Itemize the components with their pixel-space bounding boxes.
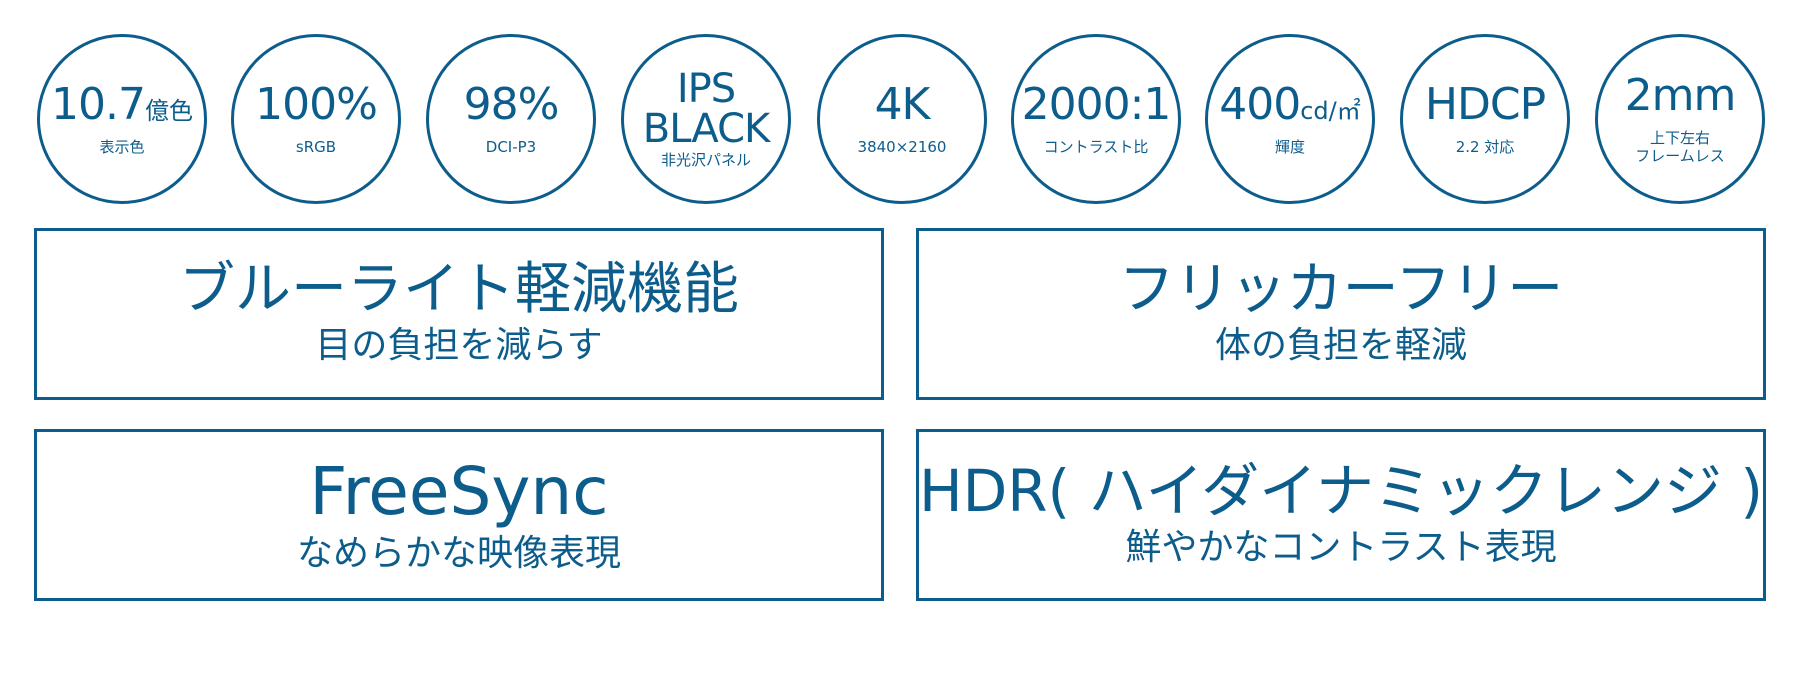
- feature-subtitle: 目の負担を減らす: [315, 324, 603, 366]
- badge-value: HDCP: [1424, 78, 1546, 130]
- badge-label: sRGB: [295, 138, 337, 157]
- badge-label: 上下左右 フレームレス: [1635, 129, 1725, 166]
- feature-title: ブルーライト軽減機能: [179, 257, 739, 323]
- badge-unit: cd/㎡: [1300, 96, 1361, 125]
- feature-subtitle: 鮮やかなコントラスト表現: [1125, 526, 1557, 568]
- badge-label: 表示色: [99, 138, 145, 157]
- feature-subtitle: 体の負担を軽減: [1214, 324, 1467, 366]
- badge-ips-black: IPS BLACK 非光沢パネル: [621, 34, 791, 204]
- badge-value: 400cd/㎡: [1219, 78, 1361, 130]
- badge-value: 4K: [874, 78, 931, 130]
- feature-freesync: FreeSync なめらかな映像表現: [34, 429, 884, 601]
- feature-flicker-free: フリッカーフリー 体の負担を軽減: [916, 228, 1766, 400]
- badge-value: 100%: [255, 78, 378, 130]
- feature-subtitle: なめらかな映像表現: [296, 533, 621, 575]
- badge-contrast: 2000:1 コントラスト比: [1011, 34, 1181, 204]
- badge-value: 98%: [463, 78, 560, 130]
- badge-4k: 4K 3840×2160: [817, 34, 987, 204]
- badge-label: 非光沢パネル: [660, 151, 751, 169]
- badge-value: IPS: [676, 66, 736, 112]
- badge-srgb: 100% sRGB: [231, 34, 401, 204]
- feature-hdr: HDR( ハイダイナミックレンジ ) 鮮やかなコントラスト表現: [916, 429, 1766, 601]
- badge-number: 10.7: [51, 78, 146, 130]
- badge-dci-p3: 98% DCI-P3: [426, 34, 596, 204]
- badge-frameless: 2mm 上下左右 フレームレス: [1595, 34, 1765, 204]
- badge-label: DCI-P3: [485, 138, 537, 157]
- badge-label: コントラスト比: [1043, 138, 1149, 157]
- badge-brightness: 400cd/㎡ 輝度: [1205, 34, 1375, 204]
- badge-value: 2000:1: [1021, 78, 1172, 130]
- badge-value: 2mm: [1624, 69, 1737, 121]
- badge-color-count: 10.7億色 表示色: [37, 34, 207, 204]
- badge-value: 10.7億色: [51, 78, 193, 130]
- badge-unit: 億色: [144, 96, 193, 125]
- badge-label: 2.2 対応: [1455, 138, 1515, 157]
- badge-label: 輝度: [1274, 138, 1305, 157]
- badge-label: 3840×2160: [857, 138, 947, 157]
- feature-blue-light: ブルーライト軽減機能 目の負担を減らす: [34, 228, 884, 400]
- feature-title: FreeSync: [309, 453, 609, 530]
- badge-number: 400: [1219, 78, 1301, 130]
- feature-title: HDR( ハイダイナミックレンジ ): [918, 457, 1764, 526]
- badge-hdcp: HDCP 2.2 対応: [1400, 34, 1570, 204]
- badge-value-line2: BLACK: [642, 106, 770, 152]
- feature-title: フリッカーフリー: [1118, 257, 1564, 323]
